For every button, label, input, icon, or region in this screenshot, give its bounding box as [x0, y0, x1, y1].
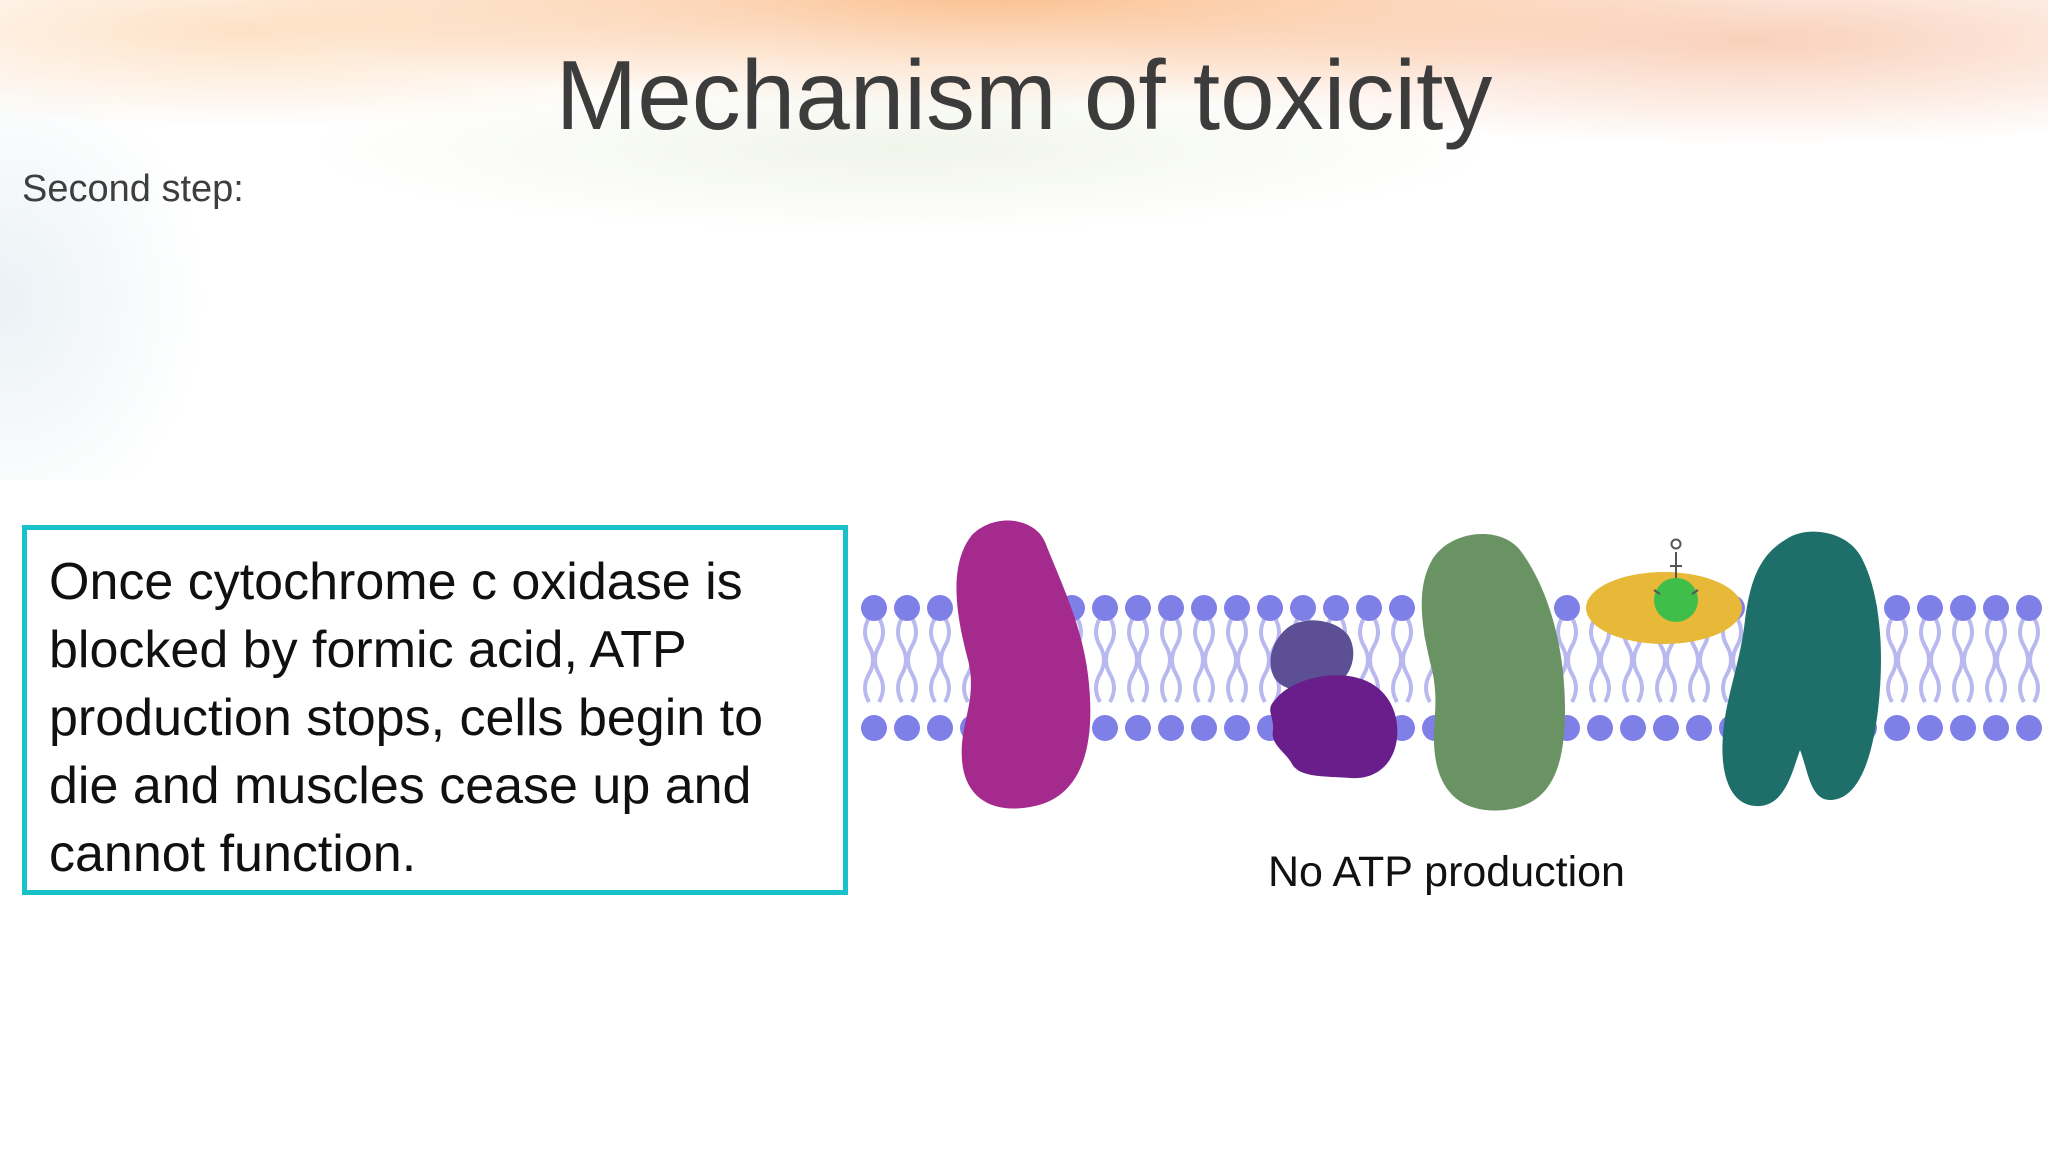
ligand-bond-icon: [1653, 538, 1699, 595]
lipid-head: [861, 715, 887, 741]
lipid-head: [1587, 715, 1613, 741]
diagram-caption: No ATP production: [1268, 848, 1625, 896]
lipid-tail: [1391, 617, 1413, 703]
slide-subtitle: Second step:: [22, 168, 244, 210]
lipid-tail: [1160, 617, 1182, 703]
lipid-tail: [1127, 617, 1149, 703]
lipid-head: [1620, 715, 1646, 741]
lipid-tail: [863, 617, 885, 703]
protein-teal: [1722, 531, 1881, 807]
lipid-head: [1290, 595, 1316, 621]
lipid-tail: [1919, 617, 1941, 703]
lipid-head: [1125, 595, 1151, 621]
lipid-head: [1092, 595, 1118, 621]
lipid-tail: [1886, 617, 1908, 703]
lipid-head: [1653, 715, 1679, 741]
lipid-head: [1323, 595, 1349, 621]
lipid-tail: [1193, 617, 1215, 703]
protein-green: [1421, 533, 1565, 811]
lipid-head: [1356, 595, 1382, 621]
lipid-head: [1884, 595, 1910, 621]
lipid-head: [894, 715, 920, 741]
protein-magenta: [956, 520, 1091, 809]
lipid-head: [1125, 715, 1151, 741]
lipid-head: [927, 595, 953, 621]
lipid-tail: [1985, 617, 2007, 703]
lipid-tail: [1094, 617, 1116, 703]
lipid-head: [1983, 595, 2009, 621]
lipid-tail: [929, 617, 951, 703]
lipid-tail: [1226, 617, 1248, 703]
membrane-diagram: [861, 520, 2042, 811]
lipid-head: [1158, 715, 1184, 741]
lipid-head: [1950, 715, 1976, 741]
lipid-head: [1158, 595, 1184, 621]
lipid-head: [1224, 715, 1250, 741]
lipid-head: [861, 595, 887, 621]
lipid-head: [1917, 715, 1943, 741]
explanation-text: Once cytochrome c oxidase is blocked by …: [49, 553, 763, 883]
lipid-head: [1950, 595, 1976, 621]
explanation-textbox: Once cytochrome c oxidase is blocked by …: [22, 525, 848, 895]
lipid-tail: [2018, 617, 2040, 703]
lipid-head: [1554, 595, 1580, 621]
protein-purple: [1270, 675, 1398, 779]
lipid-tail: [1952, 617, 1974, 703]
lipid-head: [1191, 595, 1217, 621]
lipid-head: [1686, 715, 1712, 741]
lipid-head: [1224, 595, 1250, 621]
lipid-head: [2016, 595, 2042, 621]
lipid-head: [1884, 715, 1910, 741]
lipid-head: [894, 595, 920, 621]
lipid-head: [1257, 595, 1283, 621]
lipid-head: [1917, 595, 1943, 621]
lipid-head: [1389, 595, 1415, 621]
protein-slate: [1270, 620, 1354, 692]
ligand-green: [1654, 578, 1698, 622]
lipid-head: [927, 715, 953, 741]
lipid-head: [1191, 715, 1217, 741]
lipid-tail: [896, 617, 918, 703]
lipid-head: [1092, 715, 1118, 741]
slide-title: Mechanism of toxicity: [555, 40, 1493, 150]
lipid-head: [1983, 715, 2009, 741]
lipid-head: [2016, 715, 2042, 741]
